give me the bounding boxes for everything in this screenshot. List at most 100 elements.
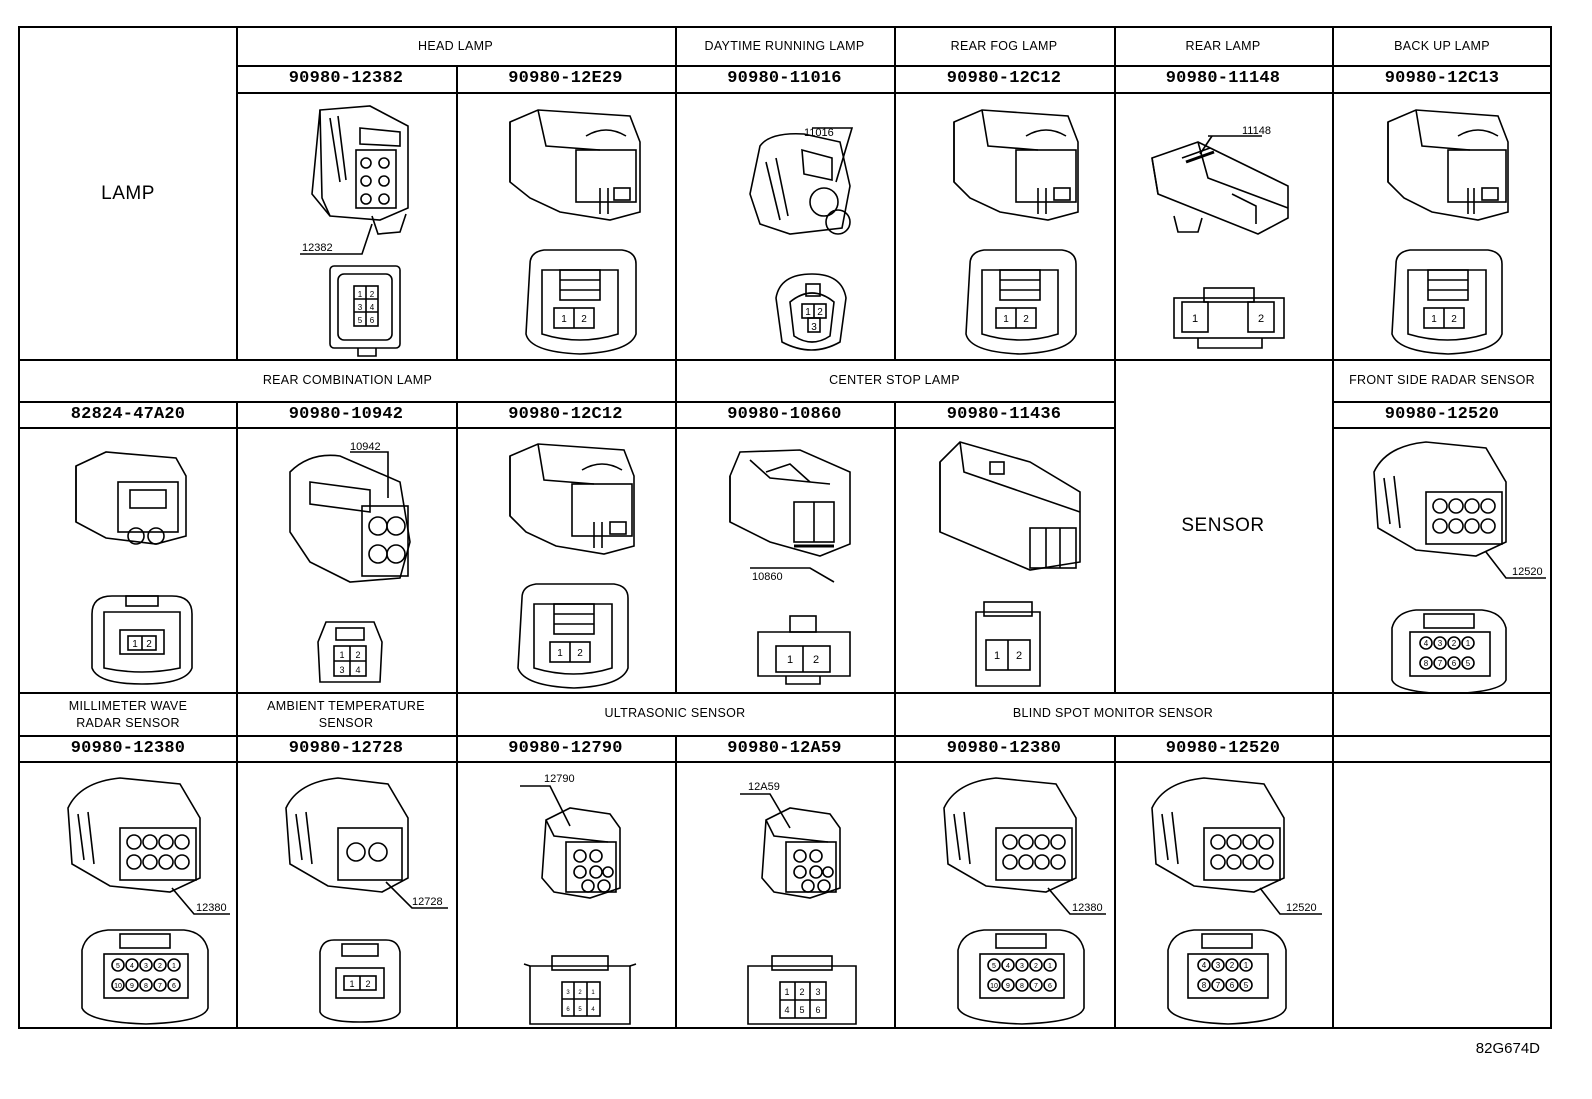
pin-label: 1: [358, 290, 363, 299]
title-millimeter-wave-radar-sensor: MILLIMETER WAVE RADAR SENSOR: [20, 694, 236, 735]
pin-label: 3: [815, 987, 820, 997]
part-number: 90980-10942: [288, 404, 404, 424]
pin-label: 6: [815, 1005, 820, 1015]
part-number: 90980-12A59: [727, 738, 842, 758]
pin-label: 1: [1048, 963, 1052, 970]
pin-label: 4: [370, 303, 375, 312]
connector-12C12-drawing: 1 2: [509, 443, 635, 689]
pin-label: 3: [1438, 639, 1443, 648]
connector-10860-drawing: 1 2 10860: [729, 449, 851, 685]
part-number: 90980-12728: [288, 738, 404, 758]
pin-label: 2: [799, 987, 804, 997]
callout-label: 12A59: [748, 781, 780, 793]
pin-label: 2: [1452, 639, 1457, 648]
pin-label: 1: [805, 307, 811, 318]
title-ambient-temperature-sensor: AMBIENT TEMPERATURE SENSOR: [236, 694, 456, 735]
pin-label: 1: [557, 648, 563, 659]
pin-label: 5: [358, 316, 363, 325]
pin-label: 1: [787, 654, 793, 666]
pin-label: 1: [132, 639, 138, 650]
pin-label: 8: [1020, 983, 1024, 990]
connector-12E29-drawing: 1 2: [509, 109, 641, 355]
title-line: MILLIMETER WAVE: [68, 698, 188, 713]
pin-label: 6: [1452, 659, 1457, 668]
title-daytime-running-lamp: DAYTIME RUNNING LAMP: [704, 39, 865, 53]
part-number: 90980-12520: [1165, 738, 1281, 758]
callout-label: 12380: [196, 902, 227, 914]
pin-label: 8: [1424, 659, 1429, 668]
part-number: 90980-12380: [70, 738, 186, 758]
pin-label: 6: [172, 983, 176, 990]
title-blind-spot-monitor-sensor: BLIND SPOT MONITOR SENSOR: [1012, 706, 1214, 720]
pin-label: 2: [370, 290, 375, 299]
pin-label: 10: [114, 983, 122, 990]
title-head-lamp: HEAD LAMP: [418, 39, 493, 53]
pin-label: 2: [1016, 650, 1022, 662]
connector-82824-47A20-drawing: 1 2: [75, 451, 193, 685]
pin-label: 3: [144, 963, 148, 970]
connector-12380-drawing: 5 4 3 2 1 10 9 8 7 6 12380: [943, 777, 1106, 1025]
part-number: 90980-12C12: [946, 69, 1062, 88]
connector-12790-drawing: 3 2 1 6 5 4 12790: [520, 773, 637, 1025]
callout-label: 12380: [1072, 902, 1103, 914]
pin-label: 2: [1230, 961, 1235, 970]
part-number: 90980-10860: [727, 404, 842, 424]
title-front-side-radar-sensor: FRONT SIDE RADAR SENSOR: [1349, 372, 1535, 387]
pin-label: 6: [1048, 983, 1052, 990]
pin-label: 7: [158, 983, 162, 990]
title-line: RADAR SENSOR: [76, 715, 180, 730]
callout-label: 12382: [302, 242, 333, 254]
pin-label: 4: [1006, 963, 1010, 970]
connector-11016-drawing: 1 2 3 11016: [749, 127, 854, 351]
pin-label: 2: [813, 654, 819, 666]
pin-label: 3: [358, 303, 363, 312]
pin-label: 5: [992, 963, 996, 970]
pin-label: 2: [146, 639, 152, 650]
pin-label: 1: [349, 979, 354, 989]
pin-label: 6: [566, 1007, 570, 1013]
title-back-up-lamp: BACK UP LAMP: [1394, 39, 1490, 53]
connector-11436-drawing: 1 2: [939, 441, 1081, 687]
part-number: 90980-11148: [1165, 69, 1281, 88]
connector-table: LAMP HEAD LAMP DAYTIME RUNNING LAMP REAR…: [18, 26, 1552, 1029]
connector-11148-drawing: 1 2 11148: [1151, 125, 1289, 349]
pin-label: 3: [1216, 961, 1221, 970]
pin-label: 5: [1466, 659, 1471, 668]
pin-label: 5: [799, 1005, 804, 1015]
pin-label: 2: [365, 979, 370, 989]
pin-label: 2: [355, 650, 360, 660]
pin-label: 1: [1466, 639, 1471, 648]
pin-label: 2: [578, 990, 582, 996]
callout-label: 11016: [804, 127, 834, 139]
pin-label: 2: [1258, 313, 1264, 325]
pin-label: 4: [1424, 639, 1429, 648]
part-number: 90980-11436: [946, 404, 1062, 424]
title-rear-lamp: REAR LAMP: [1185, 39, 1261, 53]
pin-label: 7: [1034, 983, 1038, 990]
pin-label: 1: [1003, 314, 1009, 325]
pin-label: 2: [817, 307, 823, 318]
pin-label: 7: [1438, 659, 1443, 668]
pin-label: 2: [577, 648, 583, 659]
pin-label: 2: [1451, 314, 1457, 325]
pin-label: 9: [130, 983, 134, 990]
pin-label: 3: [339, 665, 344, 675]
part-number: 82824-47A20: [70, 404, 186, 424]
title-ultrasonic-sensor: ULTRASONIC SENSOR: [604, 706, 746, 720]
pin-label: 5: [116, 963, 120, 970]
part-number: 90980-12790: [508, 738, 623, 758]
pin-label: 1: [1431, 314, 1437, 325]
pin-label: 1: [561, 314, 567, 325]
callout-label: 12520: [1512, 566, 1543, 578]
connector-12520-drawing: 4 3 2 1 8 7 6 5 12520: [1151, 777, 1322, 1025]
title-rear-fog-lamp: REAR FOG LAMP: [950, 39, 1058, 53]
pin-label: 5: [1244, 981, 1249, 990]
pin-label: 8: [1202, 981, 1207, 990]
pin-label: 10: [990, 983, 998, 990]
pin-label: 1: [339, 650, 344, 660]
pin-label: 1: [994, 650, 1000, 662]
callout-label: 12728: [412, 896, 443, 908]
pin-label: 2: [1023, 314, 1029, 325]
callout-label: 12520: [1286, 902, 1317, 914]
connector-12382-drawing: 1 2 3 4 5 6 12382: [300, 105, 409, 357]
